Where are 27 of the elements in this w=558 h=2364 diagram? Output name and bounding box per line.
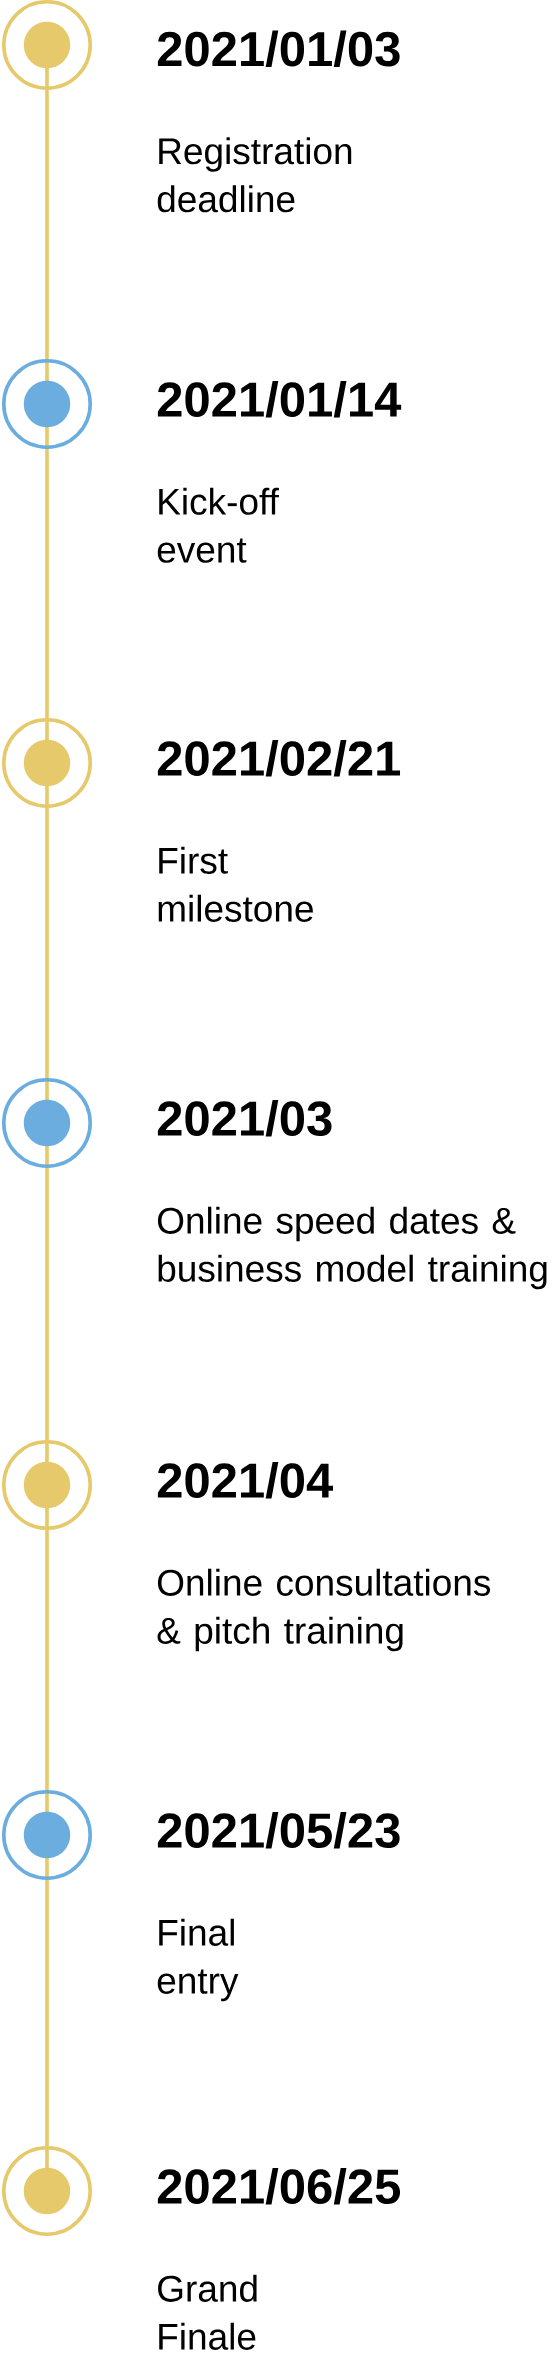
date-label: 2021/05/23 [157, 1812, 400, 1849]
date-label: 2021/03 [157, 1100, 332, 1137]
event-description: Final entry [157, 1918, 239, 2002]
event-description: Grand Finale [158, 2274, 257, 2350]
date-label: 2021/01/03 [157, 30, 400, 67]
date-label: 2021/01/14 [157, 381, 402, 418]
event-description: Kick-off event [157, 487, 279, 563]
timeline-line [45, 1530, 49, 1790]
timeline-line [45, 90, 49, 359]
timeline-marker [2, 1078, 92, 1168]
timeline-marker [2, 359, 92, 449]
timeline-marker [2, 718, 92, 808]
date-label: 2021/02/21 [157, 740, 401, 777]
event-description: Registration deadline [157, 137, 352, 213]
timeline-marker [2, 1440, 92, 1530]
timeline-marker [2, 1790, 92, 1880]
date-label: 2021/04 [157, 1462, 334, 1499]
timeline-marker [2, 0, 92, 90]
timeline-line [45, 808, 49, 1078]
event-description: Online speed dates & business model training [157, 1206, 547, 1290]
event-description: Online consultations & pitch training [157, 1568, 491, 1652]
timeline-marker [2, 2146, 92, 2236]
timeline-line [45, 1168, 49, 1440]
event-description: First milestone [158, 846, 313, 922]
timeline-line [45, 449, 49, 718]
timeline-line [45, 1880, 49, 2146]
date-label: 2021/06/25 [157, 2168, 401, 2205]
